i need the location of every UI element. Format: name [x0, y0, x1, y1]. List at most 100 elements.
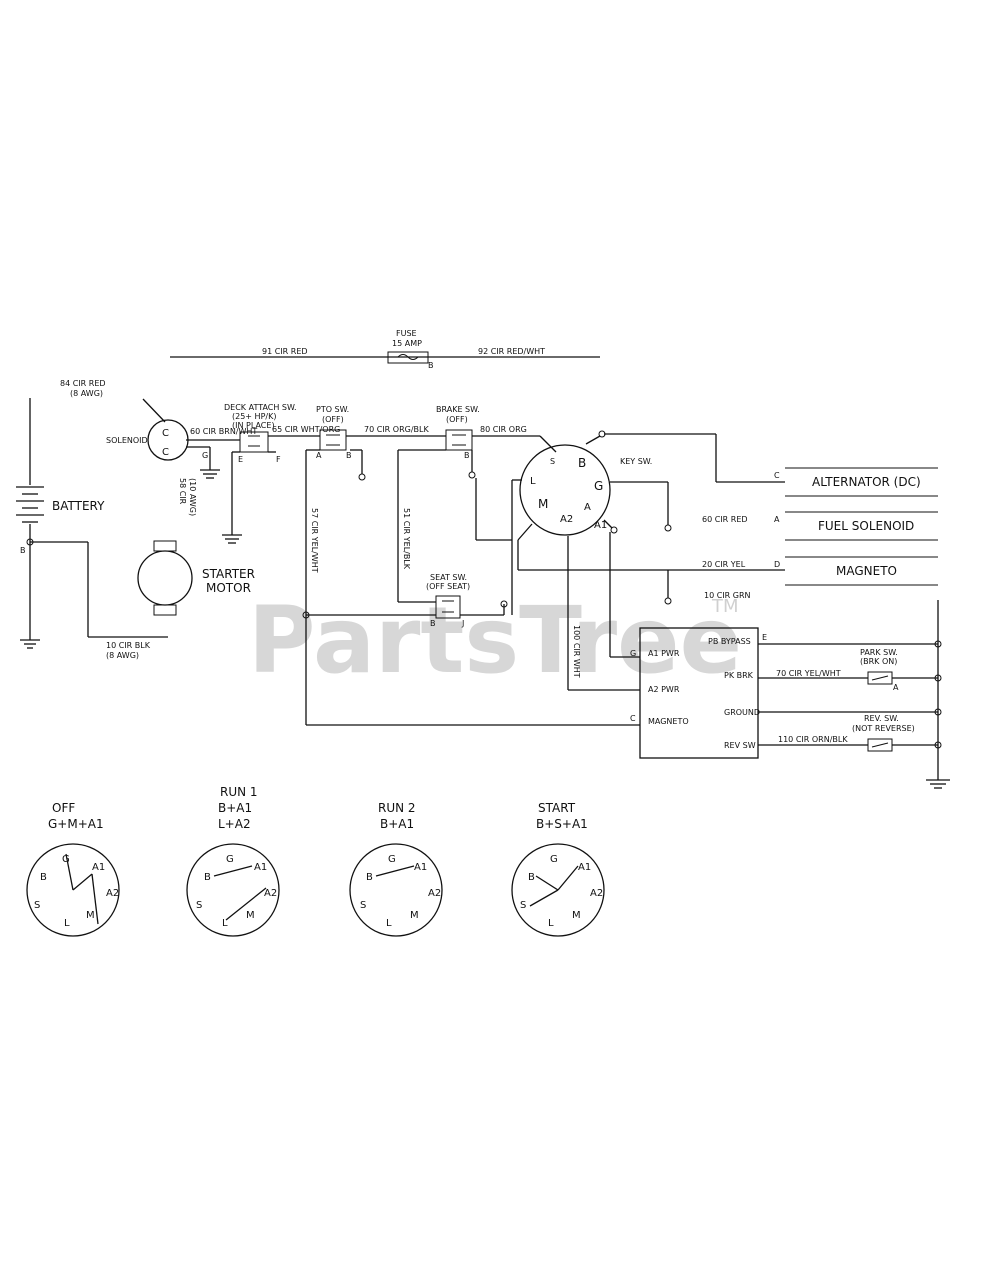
output-alternator-pin: C: [774, 471, 780, 480]
watermark-brand: PartsTree: [248, 587, 742, 694]
dial-off-b: B: [40, 872, 47, 883]
output-fuel-solenoid-pin: A: [774, 515, 780, 524]
key-pin-s: S: [550, 457, 555, 466]
module-left-label-1: A1 PWR: [648, 649, 680, 658]
module-right-label-1: PB BYPASS: [708, 637, 751, 646]
output-magneto-pin: D: [774, 560, 780, 569]
position-start: START B+S+A1 B G A1 S L M A2: [511, 801, 605, 937]
solenoid-side-wire: 58 CIR: [178, 478, 187, 505]
deck-switch-title: DECK ATTACH SW.: [224, 403, 297, 412]
pto-switch-pin-a: A: [316, 451, 322, 460]
brake-switch-state: (OFF): [446, 415, 468, 424]
key-pin-m: M: [538, 497, 548, 511]
pto-switch-title: PTO SW.: [316, 405, 349, 414]
dial-start-a1: A1: [578, 862, 591, 873]
key-pin-a: A: [584, 502, 591, 513]
dial-off-g: G: [62, 854, 70, 865]
dial-run2-b: B: [366, 872, 373, 883]
module-left-label-3: MAGNETO: [648, 717, 689, 726]
key-switch-label: KEY SW.: [620, 457, 652, 466]
key-pin-b: B: [578, 456, 586, 470]
dial-off-m: M: [86, 910, 95, 921]
dial-run1-m: M: [246, 910, 255, 921]
fuse-terminal: B: [428, 361, 434, 370]
control-module: G A1 PWR A2 PWR C MAGNETO PB BYPASS E PK…: [630, 627, 938, 759]
dial-run1-b: B: [204, 872, 211, 883]
battery-gauge: (8 AWG): [70, 389, 103, 398]
module-pkbrk-wire: 70 CIR YEL/WHT: [776, 669, 841, 678]
dial-run1-a2: A2: [264, 888, 277, 899]
solenoid-side-wire2: (10 AWG): [188, 478, 197, 516]
dial-run2-g: G: [388, 854, 396, 865]
output-fuel-solenoid-wire: 60 CIR RED: [702, 515, 748, 524]
module-right-label-4: REV SW: [724, 741, 756, 750]
output-magneto-wire: 20 CIR YEL: [702, 560, 746, 569]
dial-run2-a1: A1: [414, 862, 427, 873]
position-off-title: OFF: [52, 801, 75, 815]
deck-switch-sub2: (IN PLACE): [232, 421, 275, 430]
brake-switch-pin-b: B: [464, 451, 470, 460]
seat-switch-state: (OFF SEAT): [426, 582, 470, 591]
dial-start-s: S: [520, 900, 526, 911]
key-switch: KEY SW. S B G A A2 M L A1: [511, 430, 785, 691]
dial-start-a2: A2: [590, 888, 603, 899]
battery-label: BATTERY: [52, 499, 105, 513]
dial-run2-m: M: [410, 910, 419, 921]
dial-start-g: G: [550, 854, 558, 865]
battery-terminal: B: [20, 546, 26, 555]
dial-run1-l: L: [222, 918, 228, 929]
solenoid-wire-out: 60 CIR BRN/WHT: [190, 427, 257, 436]
solenoid: C C SOLENOID G 60 CIR BRN/WHT 58 CIR (10…: [106, 398, 257, 516]
dial-off-s: S: [34, 900, 40, 911]
rev-switch-title: REV. SW.: [864, 714, 899, 723]
brake-switch-wire: 80 CIR ORG: [480, 425, 527, 434]
pto-switch: PTO SW. (OFF) A B 70 CIR ORG/BLK: [305, 405, 446, 615]
position-start-title: START: [538, 801, 576, 815]
module-right-pin-1: E: [762, 633, 767, 642]
brake-switch-title: BRAKE SW.: [436, 405, 480, 414]
module-left-pin-1: G: [630, 649, 636, 658]
fuse-title: FUSE: [396, 329, 417, 338]
seat-switch-pin-b: B: [430, 619, 436, 628]
position-run1: RUN 1 B+A1 L+A2 B G A1 S L M A2: [186, 785, 280, 937]
fuse-symbol: [387, 351, 429, 364]
solenoid-label: SOLENOID: [106, 436, 148, 445]
dial-off-a1: A1: [92, 862, 105, 873]
dial-start-b: B: [528, 872, 535, 883]
seat-switch: SEAT SW. (OFF SEAT) B J: [302, 573, 640, 726]
dial-off-a2: A2: [106, 888, 119, 899]
position-run2-sub1: B+A1: [380, 817, 414, 831]
fuse-right-wire: 92 CIR RED/WHT: [478, 347, 545, 356]
dial-run1-g: G: [226, 854, 234, 865]
rev-switch-state: (NOT REVERSE): [852, 724, 915, 733]
battery: BATTERY 84 CIR RED (8 AWG) B: [16, 379, 168, 649]
deck-switch-wire: 65 CIR WHT/ORG: [272, 425, 340, 434]
park-switch-state: (BRK ON): [860, 657, 897, 666]
starter-gauge: (8 AWG): [106, 651, 139, 660]
park-switch-title: PARK SW.: [860, 648, 898, 657]
position-run2: RUN 2 B+A1 B G A1 S L M A2: [349, 801, 443, 937]
green-wire: 10 CIR GRN: [704, 591, 751, 600]
key-pin-a2: A2: [560, 514, 573, 525]
fuse-left-wire: 91 CIR RED: [262, 347, 308, 356]
fuse-rating: 15 AMP: [392, 339, 422, 348]
starter-line2: MOTOR: [206, 581, 251, 595]
module-right-label-3: GROUND: [724, 708, 760, 717]
deck-switch-pin-e: E: [238, 455, 243, 464]
vert-wire-3: 100 CIR WHT: [572, 625, 581, 678]
dial-run1-a1: A1: [254, 862, 267, 873]
dial-run2-s: S: [360, 900, 366, 911]
output-alternator-label: ALTERNATOR (DC): [812, 475, 921, 489]
seat-switch-pin-j: J: [461, 619, 464, 628]
output-magneto-label: MAGNETO: [836, 564, 897, 578]
position-run1-title: RUN 1: [220, 785, 258, 799]
position-off: OFF G+M+A1 B G A1 S L M A2: [26, 801, 120, 937]
module-right-label-2: PK BRK: [724, 671, 754, 680]
dial-off-l: L: [64, 918, 70, 929]
position-run1-sub1: B+A1: [218, 801, 252, 815]
brake-switch: BRAKE SW. (OFF) B 80 CIR ORG: [397, 405, 557, 602]
dial-start-m: M: [572, 910, 581, 921]
dial-run2-a2: A2: [428, 888, 441, 899]
watermark-tm: TM: [711, 596, 739, 617]
